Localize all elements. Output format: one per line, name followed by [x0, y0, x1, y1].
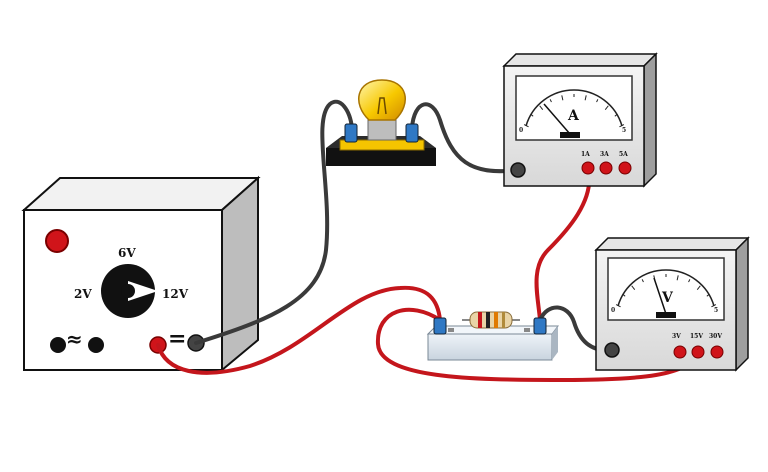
ammeter-common-terminal[interactable]: [510, 162, 526, 178]
voltmeter-scale-tick: [641, 279, 644, 283]
ammeter-scale-tick: [619, 124, 625, 128]
ammeter-scale-max: 5: [622, 127, 626, 134]
ammeter-scale-tick: [523, 124, 529, 128]
ammeter-unit-letter: A: [567, 108, 580, 124]
ammeter-scale-tick: [530, 113, 534, 117]
ammeter-terminal-1a[interactable]: [581, 161, 595, 175]
ammeter-scale-tick: [584, 95, 587, 101]
voltmeter-unit-letter: V: [661, 290, 674, 306]
wire-supply-to-resistor: [156, 285, 442, 375]
dc-symbol: =: [168, 326, 186, 352]
power-supply: 2V 6V 12V ≈ =: [21, 175, 261, 373]
ammeter-terminal-3a[interactable]: [599, 161, 613, 175]
voltmeter-scale-min: 0: [611, 307, 615, 314]
ammeter-range-5a: 5A: [619, 151, 628, 158]
voltmeter-scale-max: 5: [714, 307, 718, 314]
ammeter-scale-min: 0: [519, 127, 523, 134]
ammeter-range-1a: 1A: [581, 151, 590, 158]
voltmeter-terminal-15v[interactable]: [691, 345, 705, 359]
voltmeter-terminal-30v[interactable]: [710, 345, 724, 359]
voltmeter-common-terminal[interactable]: [604, 342, 620, 358]
wires: [156, 99, 700, 383]
wire-lamp-to-ammeter: [410, 102, 520, 174]
voltage-selector-knob[interactable]: [101, 264, 158, 318]
ac-symbol: ≈: [66, 327, 83, 351]
power-indicator-light: [45, 229, 69, 253]
voltmeter-scale-tick: [615, 304, 621, 308]
wire-ammeter-to-resistor: [534, 166, 592, 322]
lamp-terminal-right[interactable]: [405, 123, 419, 143]
ammeter-needle: [543, 103, 571, 135]
lamp-terminal-left[interactable]: [344, 123, 358, 143]
voltmeter-scale-tick: [676, 275, 679, 281]
voltmeter-terminal-3v[interactable]: [673, 345, 687, 359]
ammeter: 0 5 A 1A 3A 5A: [502, 52, 658, 188]
voltmeter-scale-tick: [696, 285, 701, 291]
resistor: [469, 311, 513, 329]
ammeter-terminal-5a[interactable]: [618, 161, 632, 175]
voltage-option-2v: 2V: [74, 287, 92, 301]
voltage-option-6v: 6V: [118, 246, 136, 260]
ammeter-scale-tick: [614, 113, 618, 117]
voltmeter: 0 5 V 3V 15V 30V: [594, 236, 750, 372]
voltmeter-range-15v: 15V: [690, 333, 703, 340]
voltmeter-needle: [653, 277, 667, 315]
voltmeter-scale-tick: [688, 279, 691, 283]
wire-resistor-to-voltmeter: [375, 307, 700, 383]
resistor-board: [426, 311, 559, 361]
voltmeter-scale-tick: [622, 293, 626, 297]
ammeter-scale-tick: [604, 105, 609, 111]
voltmeter-range-3v: 3V: [672, 333, 681, 340]
ammeter-range-3a: 3A: [600, 151, 609, 158]
voltmeter-range-30v: 30V: [709, 333, 722, 340]
wire-supply-to-lamp: [194, 99, 354, 345]
resistor-terminal-right[interactable]: [533, 317, 547, 335]
ammeter-scale-tick: [596, 99, 599, 103]
voltmeter-scale-tick: [711, 304, 717, 308]
resistor-terminal-left[interactable]: [433, 317, 447, 335]
voltage-option-12v: 12V: [162, 287, 189, 301]
ac-terminal-right[interactable]: [88, 337, 104, 353]
lamp: [326, 79, 436, 166]
ammeter-scale-tick: [549, 99, 552, 103]
lamp-bulb: [358, 79, 406, 121]
ac-terminal-left[interactable]: [50, 337, 66, 353]
voltmeter-scale-tick: [631, 285, 636, 291]
voltmeter-scale-tick: [706, 293, 710, 297]
ammeter-scale-tick: [561, 95, 564, 101]
ammeter-scale-tick: [539, 105, 544, 111]
